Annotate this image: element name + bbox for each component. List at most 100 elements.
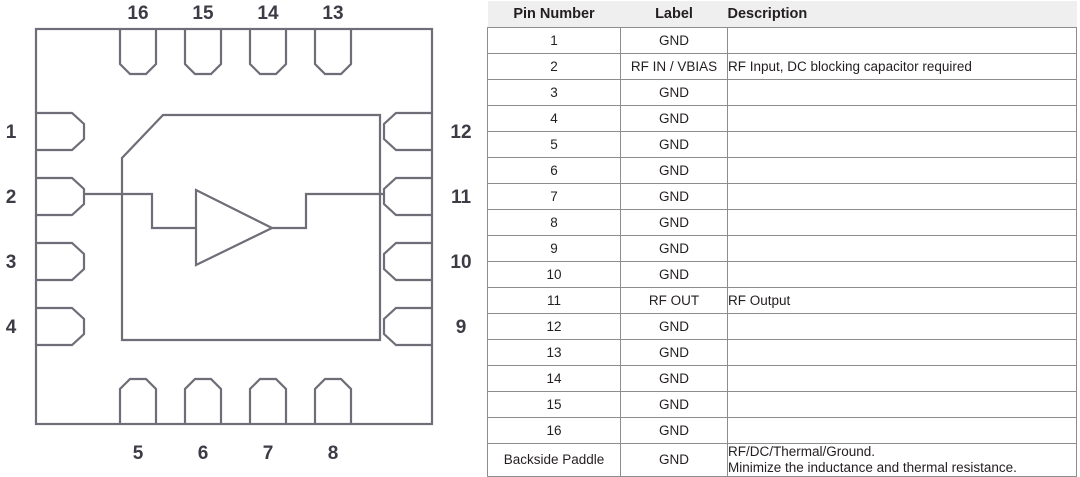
cell-label: GND (620, 27, 728, 54)
pad-11 (382, 176, 432, 217)
cell-label: GND (620, 183, 728, 210)
cell-description (727, 105, 1077, 132)
cell-pin-number: 4 (487, 105, 621, 132)
pad-6 (183, 377, 223, 424)
cell-label: GND (620, 105, 728, 132)
pad-15 (183, 29, 223, 76)
cell-label: GND (620, 79, 728, 106)
cell-description (727, 339, 1077, 366)
cell-description (727, 365, 1077, 392)
cell-pin-number: 13 (487, 339, 621, 366)
pin-label-9: 9 (456, 317, 467, 338)
cell-label: GND (620, 417, 728, 444)
cell-description (727, 209, 1077, 236)
pad-7 (248, 377, 288, 424)
table-header-row: Pin Number Label Description (487, 1, 1077, 28)
pad-12 (382, 111, 432, 152)
pin-label-10: 10 (450, 252, 471, 273)
pad-14 (248, 29, 288, 76)
cell-label: GND (620, 339, 728, 366)
cell-description (727, 391, 1077, 418)
pin-label-6: 6 (198, 443, 209, 461)
pad-10 (382, 241, 432, 282)
cell-label: GND (620, 313, 728, 340)
column-header-label: Label (620, 1, 728, 28)
cell-label: GND (620, 443, 728, 477)
cell-label: GND (620, 209, 728, 236)
pad-16 (118, 29, 158, 76)
cell-label: GND (620, 131, 728, 158)
pad-5 (118, 377, 158, 424)
cell-pin-number: 3 (487, 79, 621, 106)
cell-pin-number: 6 (487, 157, 621, 184)
cell-description: RF/DC/Thermal/Ground.Minimize the induct… (727, 443, 1077, 477)
cell-description: RF Output (727, 287, 1077, 314)
cell-pin-number: 14 (487, 365, 621, 392)
output-trace (272, 192, 384, 230)
cell-description (727, 131, 1077, 158)
pad-13 (313, 29, 353, 76)
amplifier-triangle-symbol (194, 188, 275, 267)
cell-label: RF OUT (620, 287, 728, 314)
pin-label-4: 4 (6, 317, 17, 338)
pin-label-3: 3 (6, 252, 17, 273)
pad-8 (313, 377, 353, 424)
cell-label: GND (620, 157, 728, 184)
pin-label-2: 2 (6, 187, 17, 208)
cell-pin-number: 16 (487, 417, 621, 444)
description-line-1: RF/DC/Thermal/Ground. (728, 444, 876, 459)
cell-label: GND (620, 391, 728, 418)
input-trace (84, 192, 196, 230)
cell-description: RF Input, DC blocking capacitor required (727, 53, 1077, 80)
pin-label-8: 8 (328, 443, 339, 461)
pin-label-13: 13 (322, 3, 343, 24)
cell-label: GND (620, 235, 728, 262)
cell-pin-number: 5 (487, 131, 621, 158)
cell-pin-number: 1 (487, 27, 621, 54)
pad-9 (382, 306, 432, 347)
package-pinout-diagram: 16 15 14 13 1 2 3 4 12 11 10 9 5 6 7 8 (0, 0, 480, 461)
cell-description (727, 417, 1077, 444)
cell-description (727, 157, 1077, 184)
cell-description (727, 235, 1077, 262)
cell-description (727, 79, 1077, 106)
pin-label-14: 14 (257, 3, 279, 24)
pad-3 (36, 241, 86, 282)
pin-label-12: 12 (450, 122, 471, 143)
cell-label: GND (620, 261, 728, 288)
cell-pin-number: Backside Paddle (487, 443, 621, 477)
cell-description (727, 313, 1077, 340)
cell-pin-number: 7 (487, 183, 621, 210)
pin-label-11: 11 (451, 187, 472, 208)
cell-pin-number: 12 (487, 313, 621, 340)
cell-pin-number: 8 (487, 209, 621, 236)
cell-pin-number: 2 (487, 53, 621, 80)
pad-1 (36, 111, 86, 152)
cell-label: GND (620, 365, 728, 392)
pad-4 (36, 306, 86, 347)
pin-label-16: 16 (127, 3, 148, 24)
package-body-outline (34, 27, 434, 426)
column-header-description: Description (727, 1, 1077, 28)
cell-description (727, 261, 1077, 288)
cell-pin-number: 11 (487, 287, 621, 314)
pin-label-15: 15 (192, 3, 214, 24)
cell-pin-number: 15 (487, 391, 621, 418)
